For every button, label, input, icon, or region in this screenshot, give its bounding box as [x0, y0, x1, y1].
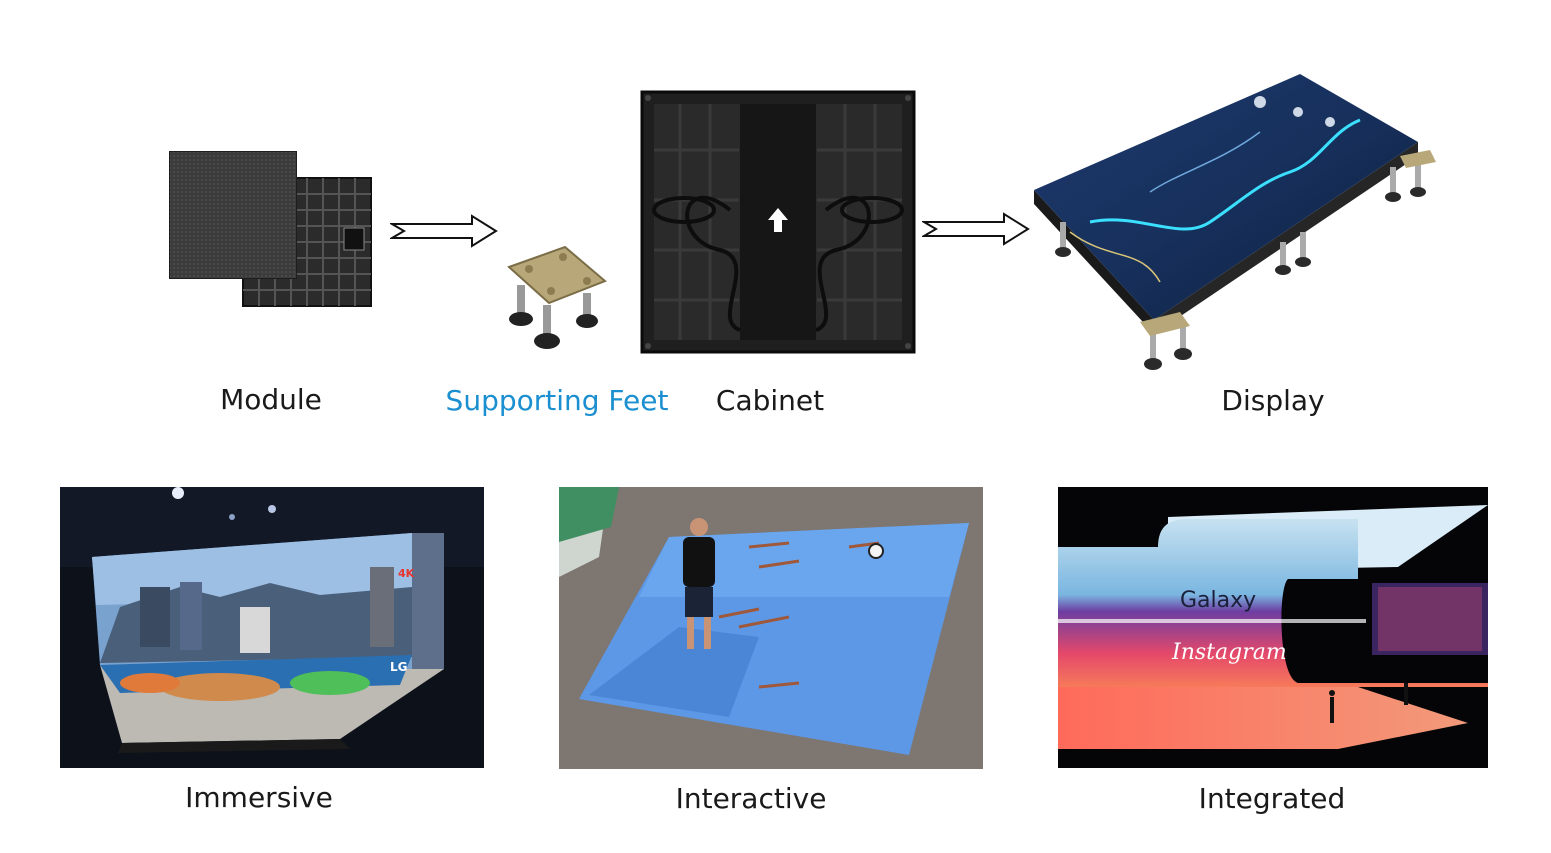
immersive-photo: 4K LG — [60, 487, 484, 768]
arrow-right-icon — [388, 214, 498, 248]
cabinet-label: Cabinet — [715, 384, 825, 417]
galaxy-text: Galaxy — [1180, 588, 1256, 613]
resolution-badge: 4K — [398, 567, 415, 580]
immersive-label: Immersive — [185, 781, 333, 814]
instagram-text: Instagram — [1171, 640, 1287, 665]
interactive-photo — [559, 487, 983, 769]
integrated-photo: Galaxy Instagram — [1058, 487, 1488, 768]
arrow-right-icon — [920, 212, 1030, 246]
module-label: Module — [220, 383, 322, 416]
display-image — [1030, 72, 1440, 382]
integrated-label: Integrated — [1198, 782, 1346, 815]
cabinet-image — [640, 90, 916, 354]
supporting-feet-label: Supporting Feet — [445, 384, 669, 417]
module-image — [168, 150, 373, 310]
brand-logo: LG — [390, 660, 408, 674]
display-label: Display — [1221, 384, 1325, 417]
supporting-feet-image — [505, 245, 610, 355]
interactive-label: Interactive — [675, 782, 827, 815]
